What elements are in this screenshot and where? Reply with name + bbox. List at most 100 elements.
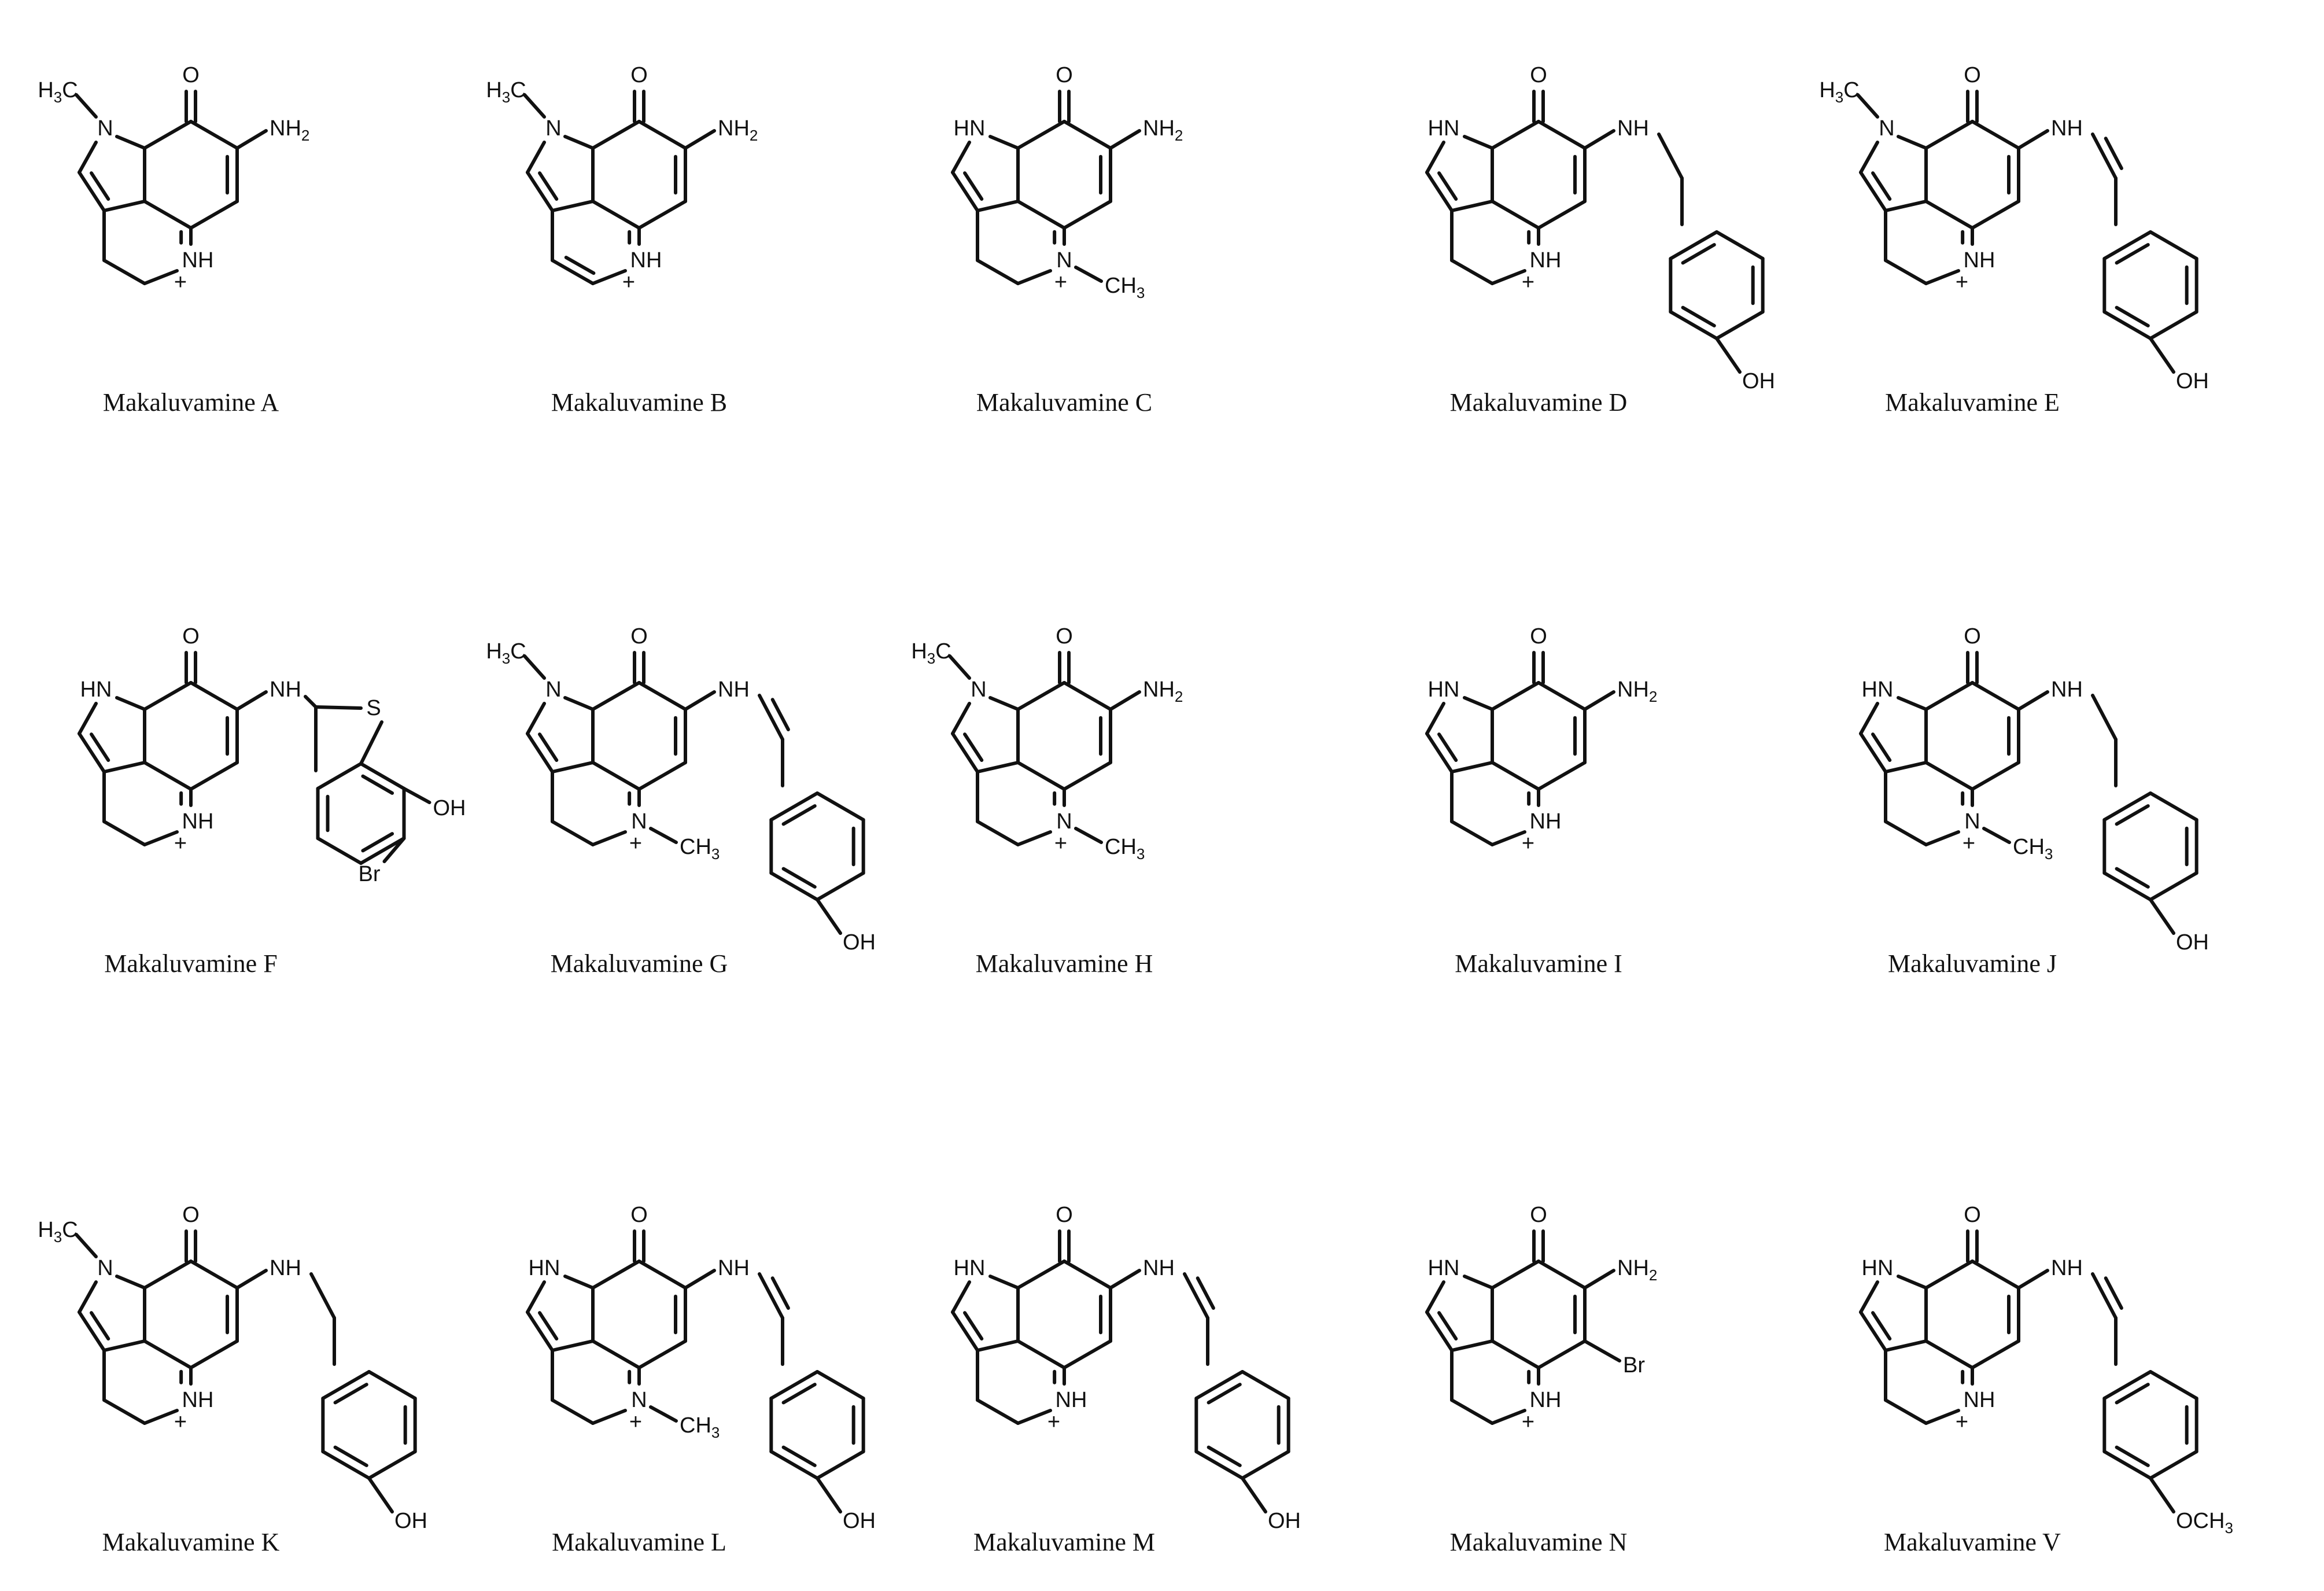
n1-label-part: N bbox=[97, 116, 113, 141]
pyrrole-bond bbox=[1425, 141, 1445, 174]
n5-methyl-label-part: CH bbox=[680, 1413, 711, 1438]
phenyl-bond bbox=[1715, 310, 1765, 340]
amine-bond bbox=[1583, 690, 1615, 711]
n5-methyl-label-part: CH bbox=[2013, 835, 2045, 859]
hydroxyl-label: OH bbox=[2176, 930, 2209, 955]
pyrrole-bond-second bbox=[538, 171, 559, 201]
n1-label: N bbox=[971, 677, 986, 702]
n5-charge-part: + bbox=[1047, 1410, 1060, 1434]
n5-charge-part: + bbox=[1522, 1410, 1534, 1434]
oxygen-label: O bbox=[182, 1203, 200, 1227]
phenyl-bond-second bbox=[333, 1383, 368, 1405]
phenyl-bond bbox=[321, 1370, 371, 1400]
phenyl-bond-second bbox=[781, 1445, 817, 1467]
phenyl-bond bbox=[367, 1450, 417, 1480]
amine-label-part: NH bbox=[270, 677, 301, 702]
core-bond bbox=[1016, 120, 1066, 150]
compound-name: Makaluvamine K bbox=[102, 1528, 280, 1556]
n1-label-part: HN bbox=[1862, 677, 1894, 702]
thio-bond bbox=[304, 695, 318, 709]
pyrrole-bond bbox=[551, 761, 595, 774]
core-bond bbox=[1971, 200, 2020, 230]
n-methyl-bond bbox=[523, 654, 546, 680]
amine-label: NH bbox=[2051, 677, 2083, 702]
amine-label: NH2 bbox=[1617, 677, 1657, 705]
core-bond bbox=[1016, 200, 1066, 230]
n1-methyl-label: H3C bbox=[911, 639, 951, 667]
n1-methyl-label-part: H bbox=[911, 639, 927, 664]
n1-methyl-label-part: 3 bbox=[1835, 89, 1843, 106]
pyridine-bond bbox=[1016, 1409, 1052, 1425]
core-bond bbox=[1537, 1339, 1587, 1369]
amine-label-part: 2 bbox=[1175, 127, 1183, 144]
compound-name: Makaluvamine G bbox=[551, 949, 728, 978]
phenyl-bond bbox=[2102, 871, 2152, 901]
pyrrole-bond bbox=[102, 761, 146, 774]
n5-label: NH bbox=[182, 809, 214, 834]
n5-label: N bbox=[1056, 248, 1072, 272]
compound-name: Makaluvamine C bbox=[976, 388, 1152, 417]
oxygen-label-part: O bbox=[182, 1203, 200, 1227]
n5-label-part: NH bbox=[630, 248, 662, 272]
n5-methyl-label: CH3 bbox=[680, 835, 720, 863]
n5-label-part: NH bbox=[182, 248, 214, 272]
oxygen-label: O bbox=[1056, 1203, 1073, 1227]
n5-label-part: NH bbox=[1530, 248, 1562, 272]
core-bond bbox=[637, 200, 687, 230]
pyrrole-bond bbox=[951, 732, 979, 774]
phenyl-bond-second bbox=[2115, 305, 2150, 327]
n5-methyl-label-part: 3 bbox=[711, 1424, 720, 1441]
n1-methyl-label: H3C bbox=[1819, 78, 1859, 106]
n5-charge: + bbox=[629, 831, 642, 856]
core-bond bbox=[637, 681, 687, 711]
n1-label: HN bbox=[954, 116, 986, 141]
amine-bond bbox=[1583, 129, 1615, 150]
phenyl-bond bbox=[769, 791, 819, 822]
para-bond bbox=[1715, 337, 1742, 374]
core-bond bbox=[1971, 1259, 2020, 1290]
core-bond bbox=[1537, 681, 1587, 711]
pyrrole-bond bbox=[1859, 1310, 1887, 1352]
amine-label-part: NH bbox=[718, 1256, 750, 1280]
n1-label-part: N bbox=[545, 677, 561, 702]
core-bond bbox=[143, 681, 193, 711]
pyrrole-bond-second bbox=[963, 171, 984, 201]
amine-label-part: NH bbox=[2051, 116, 2083, 141]
compound-name: Makaluvamine V bbox=[1884, 1528, 2061, 1556]
phenyl-bond bbox=[2149, 230, 2198, 260]
pyrrole-bond bbox=[102, 200, 146, 212]
benzo-bond bbox=[359, 837, 406, 865]
n5-label: N bbox=[1056, 809, 1072, 834]
amine-label: NH2 bbox=[1143, 677, 1183, 705]
pyrrole-bond bbox=[526, 1310, 554, 1352]
core-bond bbox=[591, 200, 641, 230]
pyrrole-bond bbox=[988, 1275, 1020, 1290]
pyrrole-bond bbox=[951, 141, 971, 174]
vinyl-bond bbox=[1183, 1272, 1209, 1320]
benzo-bond bbox=[316, 762, 363, 790]
vinyl-bond-second bbox=[770, 1276, 790, 1310]
n5-charge-part: + bbox=[174, 1410, 187, 1434]
n-methyl-bond bbox=[75, 1233, 98, 1258]
n1-label: HN bbox=[1428, 677, 1460, 702]
compound-name: Makaluvamine N bbox=[1450, 1528, 1628, 1556]
phenyl-bond bbox=[2102, 230, 2152, 260]
pyridine-bond bbox=[976, 820, 1020, 846]
core-bond bbox=[637, 761, 687, 791]
vinyl-bond-second bbox=[770, 698, 790, 731]
oxygen-label-part: O bbox=[1056, 1203, 1073, 1227]
oxygen-label-part: O bbox=[630, 624, 648, 649]
amine-bond bbox=[1109, 690, 1141, 711]
phenyl-bond-second bbox=[2115, 867, 2150, 889]
para-bond bbox=[2149, 898, 2175, 935]
pyrrole-bond bbox=[78, 1310, 106, 1352]
n5-charge: + bbox=[1522, 270, 1534, 294]
core-bond bbox=[1491, 120, 1540, 150]
amine-label: NH bbox=[270, 1256, 301, 1280]
pyrrole-bond bbox=[1463, 1275, 1494, 1290]
n5-charge-part: + bbox=[629, 831, 642, 856]
compound-name: Makaluvamine H bbox=[976, 949, 1153, 978]
